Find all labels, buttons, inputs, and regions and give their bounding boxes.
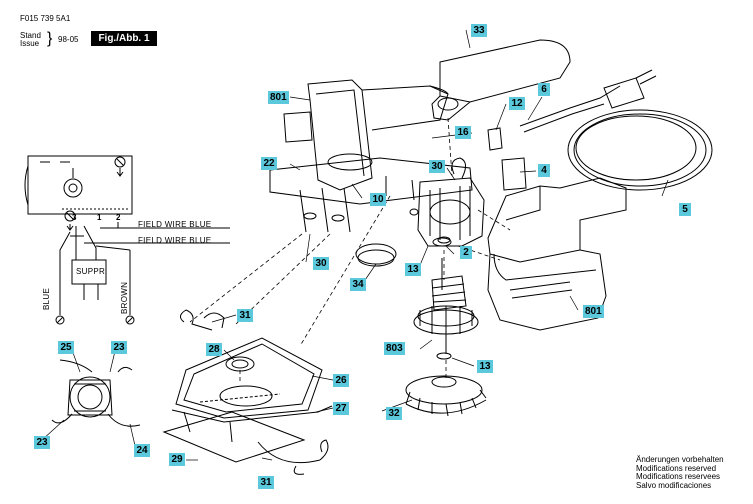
brown-wire-label: BROWN xyxy=(120,281,129,314)
figure-label: Fig./Abb. 1 xyxy=(91,31,157,46)
part-tag-2: 2 xyxy=(460,246,472,259)
note-line-es: Salvo modificaciones xyxy=(636,480,712,490)
part-tag-13-bottom: 13 xyxy=(477,360,493,373)
switch-cable-drawing xyxy=(487,69,713,191)
rear-housing-drawing xyxy=(487,177,627,331)
dust-bag-drawing xyxy=(431,39,571,121)
terminal-3-label: 3 xyxy=(72,213,77,222)
part-tag-30-top: 30 xyxy=(429,160,445,173)
issue-label: Issue xyxy=(20,39,40,48)
part-tag-803: 803 xyxy=(384,342,405,355)
part-tag-33: 33 xyxy=(471,24,487,37)
part-tag-32: 32 xyxy=(386,407,402,420)
part-tag-801-top: 801 xyxy=(268,91,289,104)
doc-number: F015 739 5A1 xyxy=(20,14,71,23)
brace-icon: } xyxy=(47,30,53,47)
note-line-fr: Modifications reservees xyxy=(636,472,721,482)
part-tag-31-bottom: 31 xyxy=(258,476,274,489)
part-tag-27: 27 xyxy=(333,402,349,415)
motor-housing-drawing xyxy=(269,79,473,233)
terminal-2-label: 2 xyxy=(116,213,121,222)
modifications-note: Änderungen vorbehalten Modifications res… xyxy=(636,455,724,490)
part-tag-10: 10 xyxy=(370,193,386,206)
part-tag-34: 34 xyxy=(350,278,366,291)
part-tag-22: 22 xyxy=(261,157,277,170)
clamp-spring-drawing xyxy=(180,309,329,475)
terminal-1-label: 1 xyxy=(97,213,102,222)
part-tag-24: 24 xyxy=(134,444,150,457)
part-tag-28: 28 xyxy=(206,343,222,356)
part-tag-16: 16 xyxy=(455,126,471,139)
wiring-diagram xyxy=(24,155,230,325)
fan-drawing xyxy=(405,375,487,417)
blue-wire-label: BLUE xyxy=(42,287,51,310)
base-plate-drawing xyxy=(162,337,333,463)
part-tag-23-bottom: 23 xyxy=(34,436,50,449)
part-tag-30-bottom: 30 xyxy=(313,257,329,270)
part-tag-29: 29 xyxy=(169,453,185,466)
issue-date: 98-05 xyxy=(58,35,79,44)
field-wire-label-1: FIELD WIRE BLUE xyxy=(138,220,212,229)
part-tag-4: 4 xyxy=(538,164,550,177)
part-tag-25: 25 xyxy=(58,341,74,354)
part-tag-13-top: 13 xyxy=(405,263,421,276)
part-tag-31-top: 31 xyxy=(237,309,253,322)
field-wire-label-2: FIELD WIRE BLUE xyxy=(138,236,212,245)
note-line-de: Änderungen vorbehalten xyxy=(636,455,724,464)
stator-drawing xyxy=(417,157,485,247)
part-tag-12: 12 xyxy=(509,97,525,110)
part-tag-23-top: 23 xyxy=(111,341,127,354)
stand-label: Stand xyxy=(20,31,41,40)
part-tag-26: 26 xyxy=(333,374,349,387)
assembly-lines xyxy=(189,117,511,382)
suppressor-label: SUPPR xyxy=(76,267,106,276)
armature-drawing xyxy=(413,258,479,360)
rings-drawing xyxy=(355,208,451,267)
leader-lines xyxy=(41,29,669,461)
part-tag-6: 6 xyxy=(538,83,550,96)
brush-holder-drawing xyxy=(51,359,141,427)
note-line-en: Modifications reserved xyxy=(636,463,717,473)
part-tag-801-bottom: 801 xyxy=(583,305,604,318)
part-tag-5: 5 xyxy=(679,203,691,216)
